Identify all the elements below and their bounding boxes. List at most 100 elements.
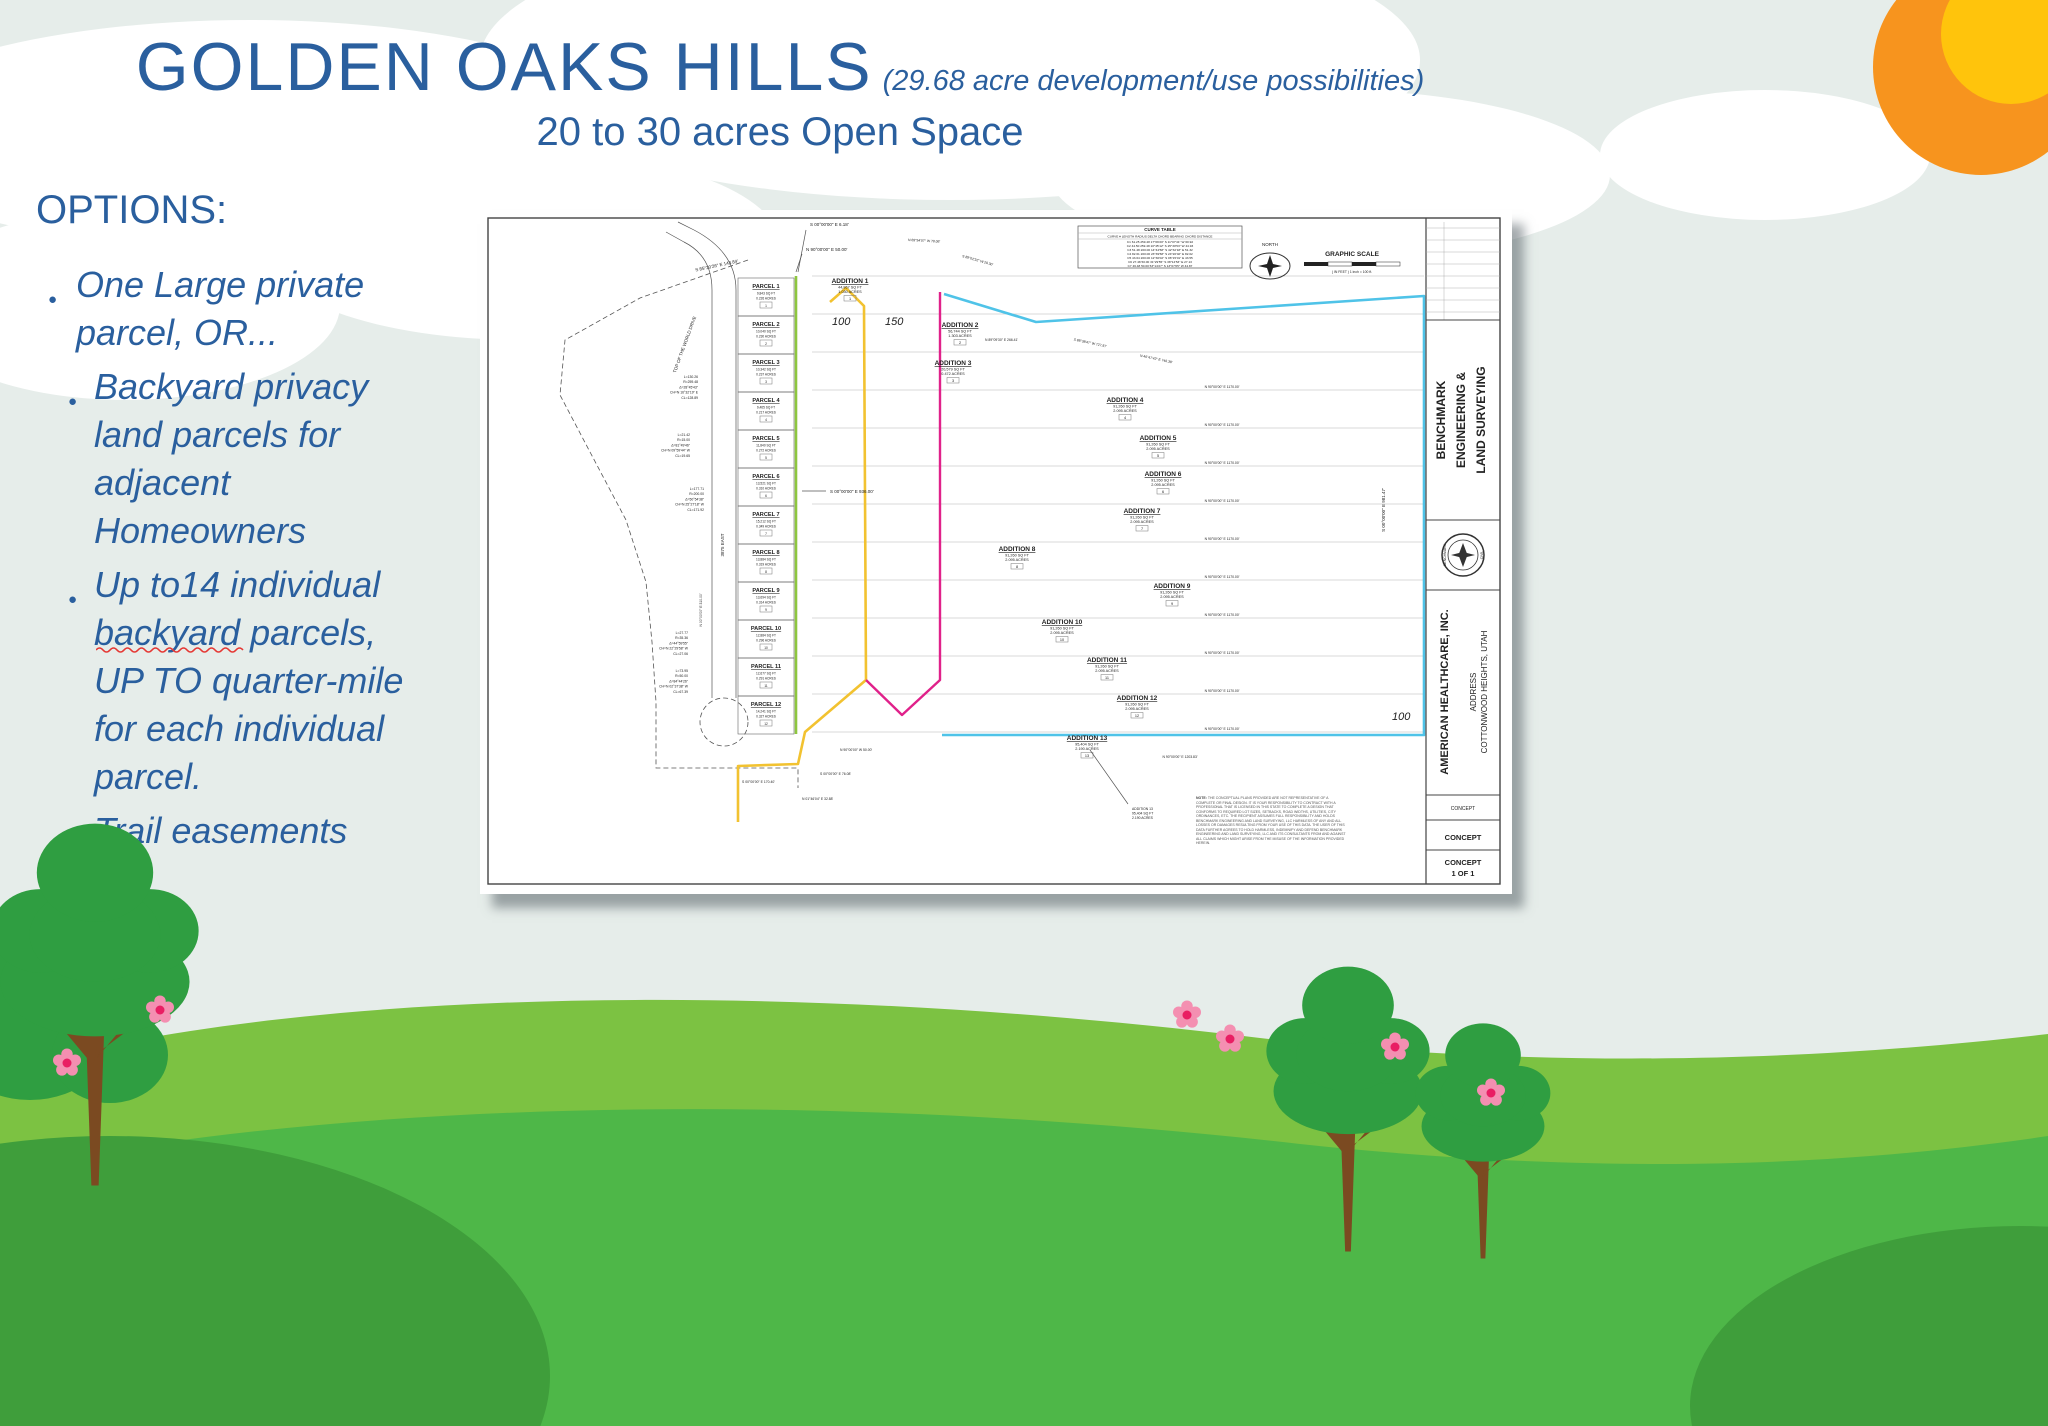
seal-text: CIVIL (1480, 551, 1484, 560)
parcel-sqft: 11,840 SQ FT (756, 444, 776, 448)
addition-sqft: 20,579 SQ FT (941, 368, 966, 372)
parcel-sqft: 13,521 SQ FT (756, 482, 776, 486)
bearing-label: N 01°46'04" E 32.88' (802, 797, 834, 801)
cul-de-sac (699, 697, 749, 747)
addition-sqft: 91,260 SQ FT (1113, 405, 1138, 409)
parcel-lot: 8 (765, 570, 767, 574)
parcel-lot: 5 (765, 456, 767, 460)
parcel-sqft: 15,212 SQ FT (756, 520, 776, 524)
addition-lot: 13 (1085, 754, 1089, 758)
parcel-sqft: 12,677 SQ FT (756, 672, 776, 676)
parcel-sqft: 14,241 SQ FT (756, 710, 776, 714)
addition-lot: 3 (952, 379, 954, 383)
leader-label: ADDITION 13 (1132, 807, 1153, 811)
parcel-cell: PARCEL 7 15,212 SQ FT0.349 ACRES 7 (737, 505, 795, 545)
parcel-acres: 0.349 ACRES (756, 525, 776, 529)
curve-table-row: C5 43.64 200.00 12°30'02" S 06°15'01" E … (1127, 256, 1193, 260)
bearing-label: N 90°00'00" E 1170.00' (1205, 461, 1240, 465)
addition-sqft: 91,260 SQ FT (1146, 443, 1171, 447)
callout-line: CH=N 25°27'18" W (675, 503, 705, 507)
addition-name: ADDITION 12 (1117, 695, 1158, 702)
addition-name: ADDITION 11 (1087, 657, 1127, 664)
firm-seal: BENCHMARK CIVIL (1441, 533, 1485, 577)
addition-sqft: 91,260 SQ FT (1050, 627, 1075, 631)
scribble-number: 100 (832, 316, 851, 328)
bearing-label: N 00°00'00" E 310.00' (699, 593, 703, 626)
addition-lot: 10 (1060, 638, 1064, 642)
parcel-lot: 7 (765, 532, 767, 536)
callout-line: CH=N 22°29'58" W (659, 647, 689, 651)
callout-line: L=177.71 (690, 487, 704, 491)
leader-label: 95,404 SQ FT (1132, 812, 1153, 816)
parcel-name: PARCEL 4 (752, 398, 780, 404)
addition-acres: 2.190 ACRES (1075, 747, 1099, 751)
callout-line: CL=19.65 (675, 454, 690, 458)
scribble-number: 100 (1392, 711, 1411, 723)
client-city: COTTONWOOD HEIGHTS, UTAH (1480, 630, 1489, 753)
parcel-acres: 0.310 ACRES (756, 487, 776, 491)
curve-table-header: CURVE # LENGTH RADIUS DELTA CHORD BEARIN… (1108, 235, 1213, 239)
addition-lot: 9 (1171, 602, 1173, 606)
sheet-border (487, 217, 1501, 885)
parcel-sqft: 12,884 SQ FT (756, 634, 776, 638)
callout-line: Δ=81°49'46" (671, 443, 691, 447)
note-body: THE CONCEPTUAL PLANS PROVIDED ARE NOT RE… (1196, 796, 1346, 846)
addition-sqft: 91,260 SQ FT (1005, 554, 1030, 558)
bearing-label: N 89°09'30" E 266.41' (985, 338, 1018, 342)
addition-lot: 1 (849, 297, 851, 301)
bearing-label: N 90°00'00" E 50.00' (806, 247, 848, 252)
addition-name: ADDITION 7 (1124, 508, 1161, 515)
curve-table-row: C1 61.25 259.48 17°09'20" S 11°07'41" W … (1127, 240, 1193, 244)
parcel-sqft: 9,843 SQ FT (757, 292, 775, 296)
firm-name: ENGINEERING & (1454, 372, 1468, 468)
callout-line: Δ=84°44'26" (669, 679, 689, 683)
parcel-name: PARCEL 7 (752, 512, 779, 518)
street-label: 3875 EAST (720, 533, 725, 556)
boundary-lines (559, 221, 799, 788)
addition-acres: 2.095 ACRES (1130, 520, 1154, 524)
curve-table-row: C2 44.50 259.48 10°45'12" S 25°30'53" W … (1127, 244, 1194, 248)
callout-line: L=130.26 (684, 375, 698, 379)
callout-line: Δ=44°59'55" (669, 641, 689, 645)
bearing-label: N 90°00'00" E 1170.00' (1205, 651, 1240, 655)
parcel-lot: 2 (765, 342, 767, 346)
addition-sqft: 91,260 SQ FT (1125, 703, 1150, 707)
slide-subtitle: 20 to 30 acres Open Space (536, 110, 1024, 155)
addition-sqft: 95,404 SQ FT (1075, 743, 1100, 747)
addition-acres: 2.095 ACRES (1151, 483, 1175, 487)
parcel-acres: 0.237 ACRES (756, 373, 776, 377)
leader-label: 2.190 ACRES (1132, 816, 1154, 820)
sun (1873, 0, 2048, 175)
addition-name: ADDITION 8 (999, 546, 1036, 553)
addition-sqft: 91,260 SQ FT (1160, 591, 1185, 595)
bearing-label: N 90°00'00" E 1170.00' (1205, 385, 1240, 389)
parcel-acres: 0.314 ACRES (756, 601, 776, 605)
callout-line: CH=N 02°37'38" W (659, 685, 689, 689)
parcel-name: PARCEL 2 (752, 322, 779, 328)
parcel-sqft: 13,884 SQ FT (756, 558, 776, 562)
curve-callout: L=27.77 R=35.36 Δ=44°59'55" CH=N 22°29'5… (659, 631, 689, 656)
addition-sqft: 91,260 SQ FT (1095, 665, 1120, 669)
addition-lot: 6 (1162, 490, 1164, 494)
addition-name: ADDITION 10 (1042, 619, 1083, 626)
graphic-scale-note: ( IN FEET ) 1 inch = 100 ft. (1332, 270, 1372, 274)
callout-line: Δ=28°45'43" (679, 385, 699, 389)
firm-name: LAND SURVEYING (1474, 366, 1488, 473)
parcel-name: PARCEL 3 (752, 360, 779, 366)
hills (0, 999, 2048, 1426)
north-arrow: NORTH (1249, 242, 1291, 280)
parcel-lot: 4 (765, 418, 767, 422)
addition-acres: 2.095 ACRES (1160, 595, 1184, 599)
callout-line: L=27.77 (676, 631, 688, 635)
options-section: OPTIONS: One Large private parcel, OR...… (36, 188, 436, 870)
